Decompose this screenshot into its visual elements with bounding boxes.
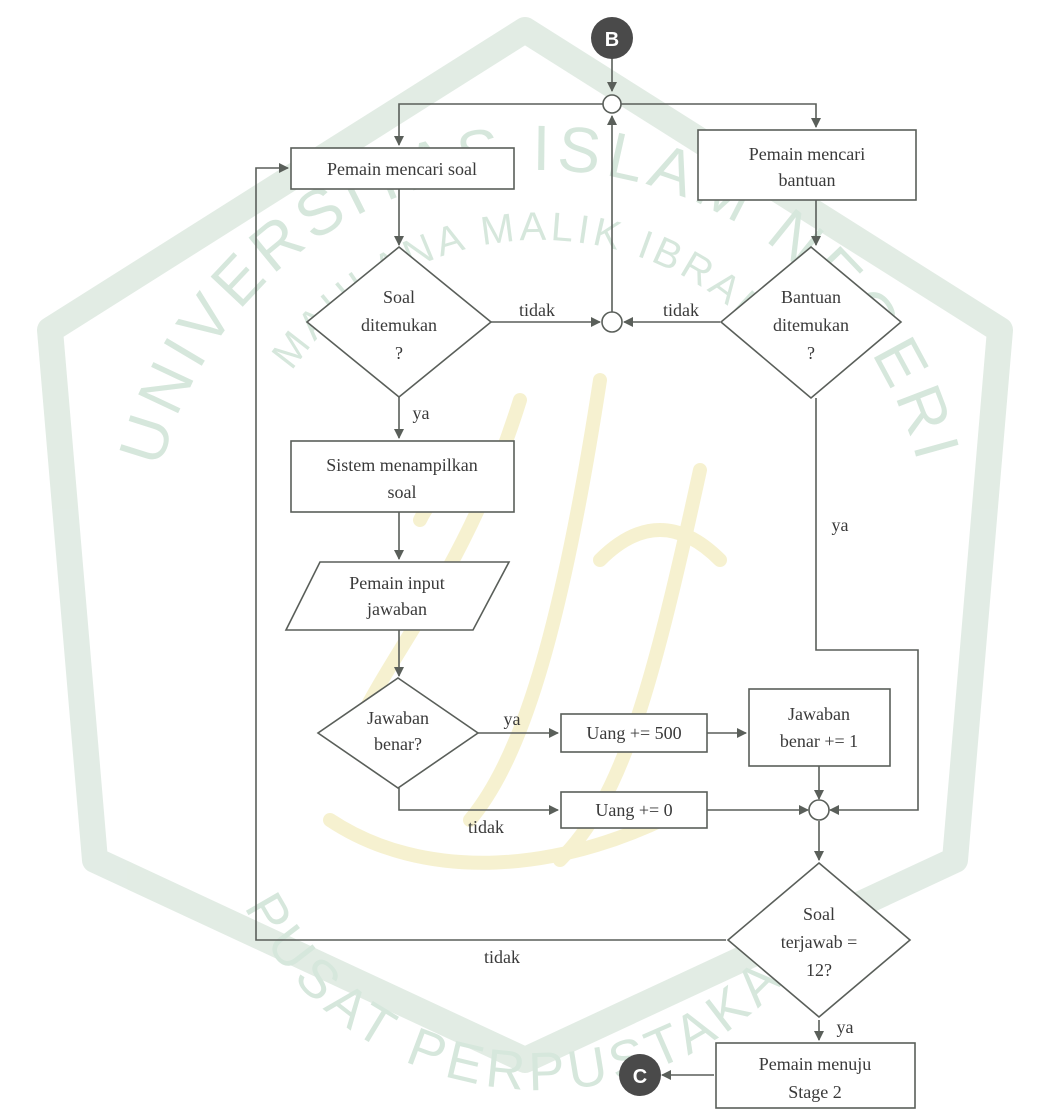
- label-soal-ya: ya: [413, 403, 430, 423]
- node-text-line: benar?: [374, 734, 422, 754]
- node-text-line: ?: [807, 343, 815, 363]
- edges: [255, 58, 919, 1080]
- process-pemain-mencari-bantuan: Pemain mencari bantuan: [697, 129, 917, 201]
- io-pemain-input-jawaban: Pemain input jawaban: [284, 561, 511, 631]
- decision-soal-ditemukan: Soal ditemukan?: [305, 245, 493, 399]
- svg-text:B: B: [605, 29, 619, 51]
- process-uang-500: Uang += 500: [560, 713, 708, 753]
- process-jawaban-benar-count: Jawaban benar += 1: [748, 688, 891, 767]
- node-text-line: Uang += 0: [595, 800, 672, 820]
- node-text-line: Pemain mencari: [749, 144, 865, 164]
- label-jawaban-ya: ya: [504, 709, 521, 729]
- svg-text:Uang += 500: Uang += 500: [586, 723, 681, 743]
- junction-merge: [808, 799, 830, 821]
- label-jawaban-tidak: tidak: [468, 817, 504, 837]
- node-text-line: benar += 1: [780, 731, 858, 751]
- label-soal-tidak: tidak: [519, 300, 555, 320]
- node-text-line: Pemain input: [349, 573, 445, 593]
- node-text-line: Uang += 500: [586, 723, 681, 743]
- label-bantuan-tidak: tidak: [663, 300, 699, 320]
- label-bantuan-ya: ya: [832, 515, 849, 535]
- node-text-line: 12?: [806, 960, 832, 980]
- node-text-line: Jawaban: [367, 708, 429, 728]
- node-text-line: terjawab =: [781, 932, 858, 952]
- node-text-line: Sistem menampilkan: [326, 455, 477, 475]
- node-text-line: Bantuan: [781, 287, 841, 307]
- process-uang-0: Uang += 0: [560, 791, 708, 829]
- node-text-line: soal: [388, 482, 417, 502]
- watermark-shield-outline: [37, 17, 1013, 1073]
- edge-junction-to-mencari-soal: [394, 103, 603, 146]
- node-text-line: ditemukan: [773, 315, 849, 335]
- decision-jawaban-benar: Jawaban benar?: [316, 677, 480, 789]
- svg-text:Pemain mencari soal: Pemain mencari soal: [327, 159, 477, 179]
- process-sistem-menampilkan-soal: Sistem menampilkan soal: [290, 440, 515, 513]
- edge-jawaban-tidak: [398, 788, 559, 815]
- edge-terjawab-tidak: [255, 163, 726, 941]
- process-pemain-mencari-soal: Pemain mencari soal: [290, 147, 515, 190]
- node-text-line: Stage 2: [788, 1082, 842, 1102]
- edge-junction-to-mencari-bantuan: [621, 103, 821, 128]
- node-text-line: Soal: [803, 904, 835, 924]
- svg-text:C: C: [633, 1066, 647, 1088]
- node-text-line: ?: [395, 343, 403, 363]
- node-text-line: Jawaban: [788, 704, 850, 724]
- end-connector: C: [619, 1054, 661, 1096]
- node-text-line: Pemain menuju: [759, 1054, 871, 1074]
- decision-soal-terjawab: Soal terjawab = 12?: [726, 861, 912, 1019]
- label-terjawab-ya: ya: [837, 1017, 854, 1037]
- node-text-line: ditemukan: [361, 315, 437, 335]
- node-text-line: Soal: [383, 287, 415, 307]
- start-connector: B: [591, 17, 633, 59]
- node-text-line: bantuan: [779, 170, 836, 190]
- label-terjawab-tidak: tidak: [484, 947, 520, 967]
- svg-text:Uang += 0: Uang += 0: [595, 800, 672, 820]
- edge-bantuan-ya: [815, 398, 919, 815]
- decision-bantuan-ditemukan: Bantuan ditemukan?: [719, 245, 903, 400]
- node-text-line: Pemain mencari soal: [327, 159, 477, 179]
- junction-loop: [601, 311, 623, 333]
- node-text-line: jawaban: [366, 599, 427, 619]
- junction-top: [602, 94, 622, 114]
